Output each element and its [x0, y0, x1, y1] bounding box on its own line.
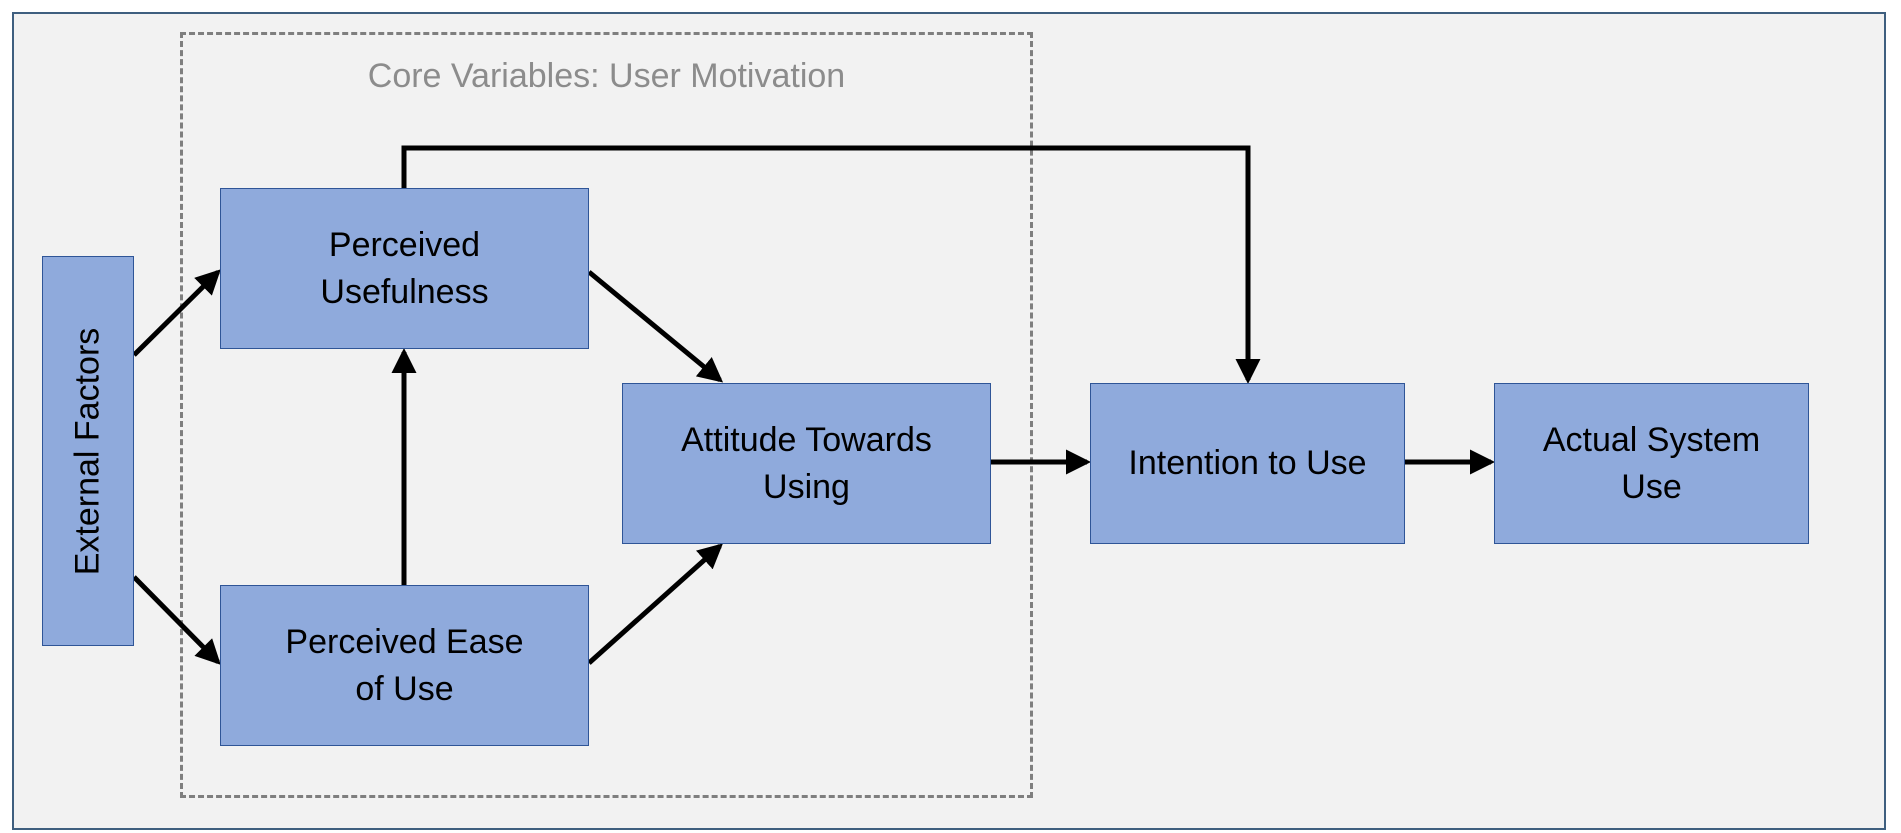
intention-label: Intention to Use [1128, 444, 1367, 482]
attitude-label-line2: Using [763, 467, 850, 506]
intention-to-use-box: Intention to Use [1090, 383, 1405, 544]
actual-use-label-line2: Use [1621, 467, 1682, 506]
attitude-label-line1: Attitude Towards [681, 420, 932, 459]
actual-system-use-box: Actual System Use [1494, 383, 1809, 544]
perceived-ease-label-line2: of Use [355, 669, 454, 708]
core-variables-label: Core Variables: User Motivation [367, 57, 846, 95]
external-factors-box: External Factors [42, 256, 134, 646]
actual-use-label-line1: Actual System [1542, 420, 1761, 459]
perceived-usefulness-label-line2: Usefulness [320, 272, 489, 311]
perceived-usefulness-label-line1: Perceived [328, 225, 481, 264]
perceived-ease-label-line1: Perceived Ease [285, 622, 524, 661]
attitude-towards-using-box: Attitude Towards Using [622, 383, 991, 544]
core-variables-group [180, 32, 1033, 798]
perceived-usefulness-box: Perceived Usefulness [220, 188, 589, 349]
perceived-ease-of-use-box: Perceived Ease of Use [220, 585, 589, 746]
external-factors-label: External Factors [68, 327, 107, 575]
